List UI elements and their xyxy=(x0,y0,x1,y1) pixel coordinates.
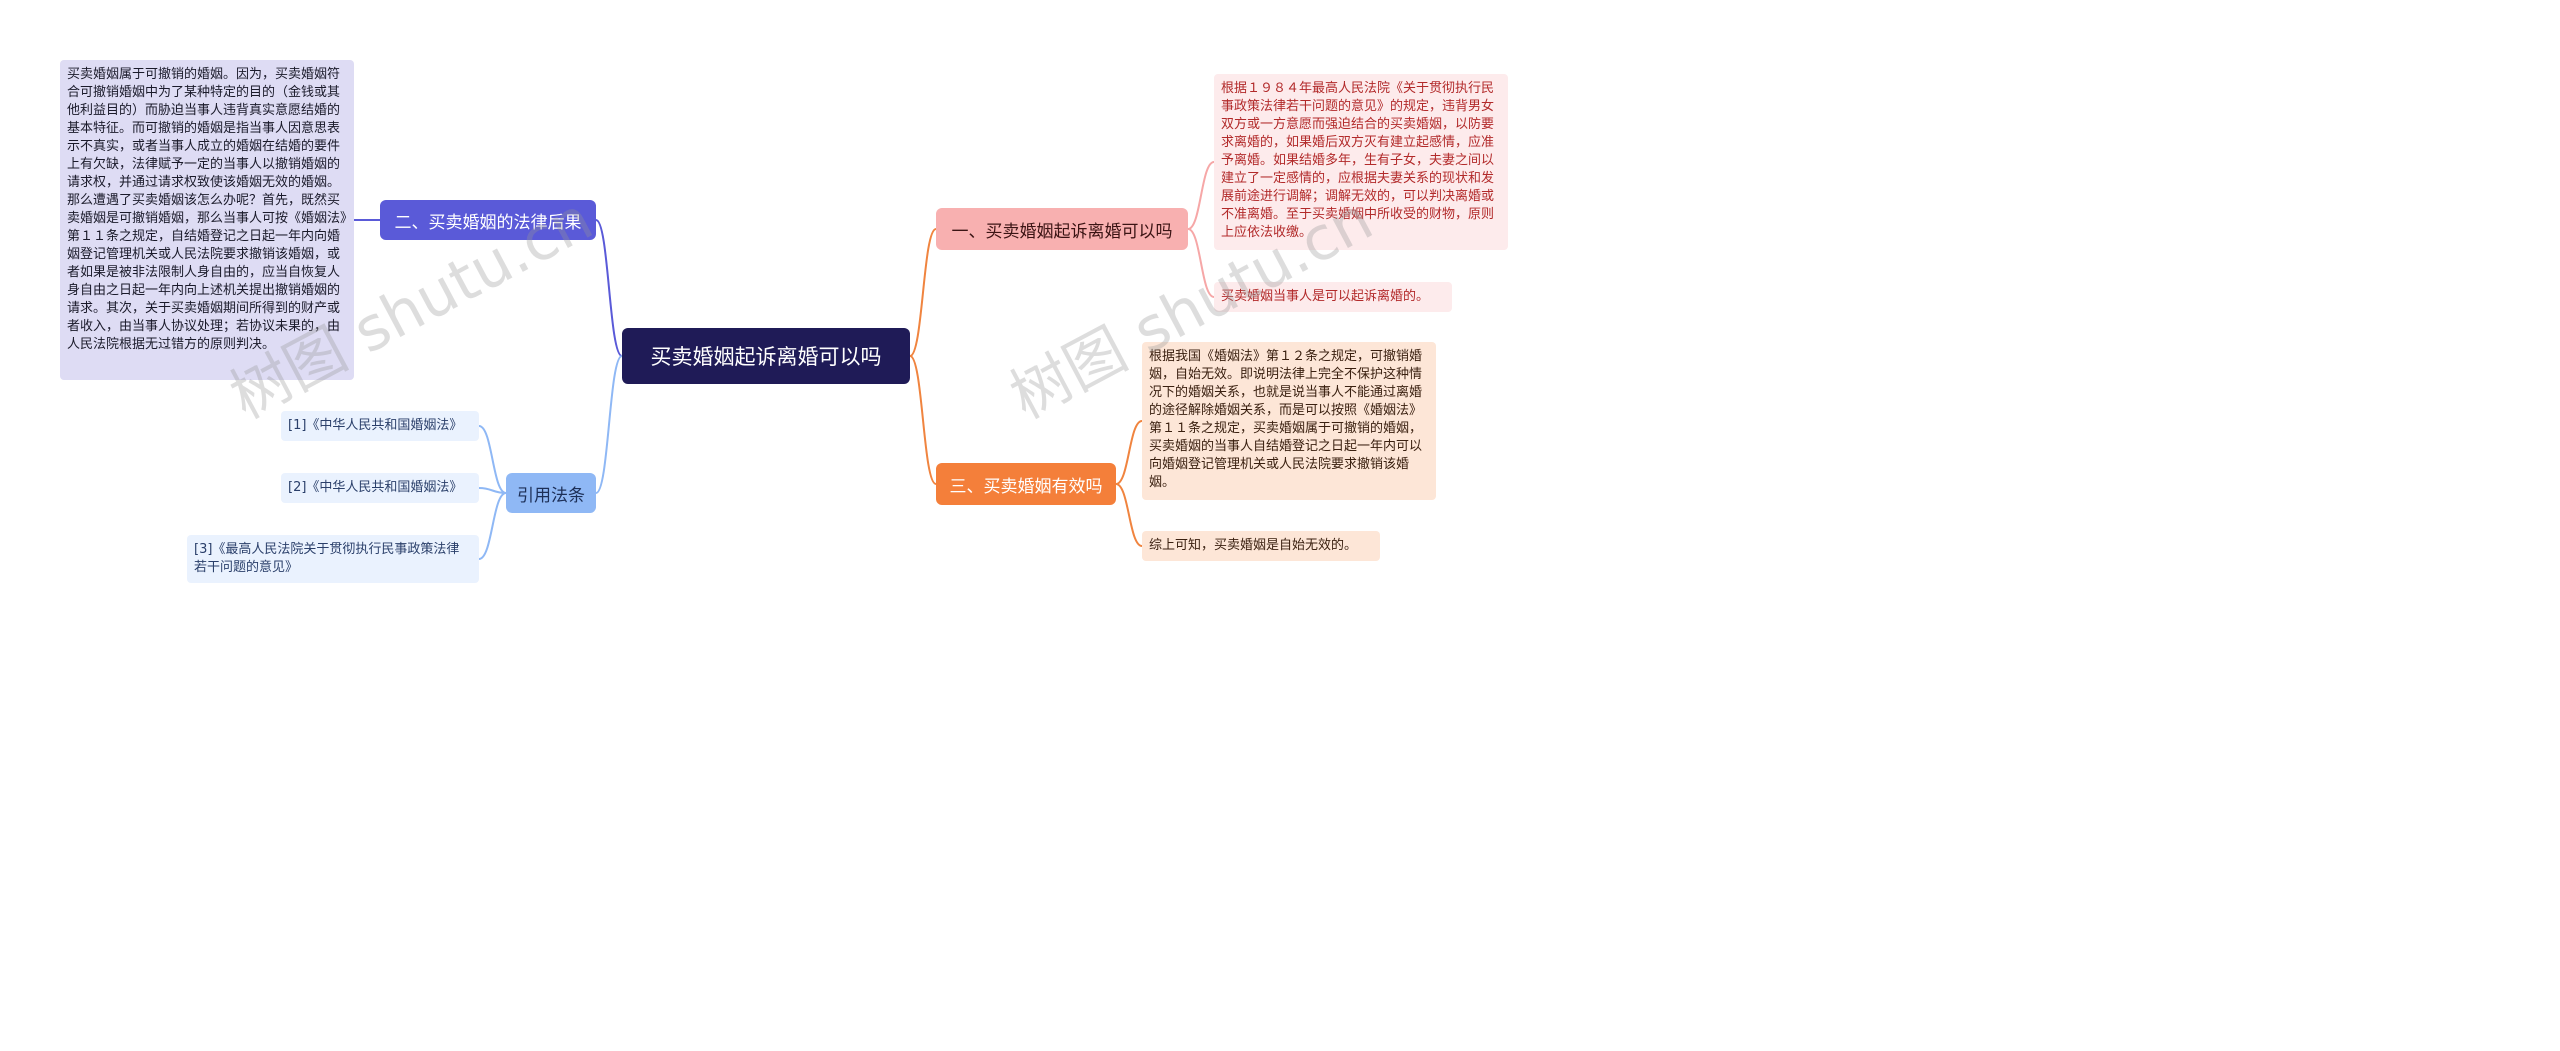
link-can-sue-divorce-summary xyxy=(1187,228,1215,298)
link-cited-law-2 xyxy=(478,487,507,494)
connector-lines xyxy=(354,161,1215,560)
leaf-can-sue-divorce-summary: 买卖婚姻当事人是可以起诉离婚的。 xyxy=(1214,282,1452,312)
link-cited-law-1 xyxy=(478,425,507,494)
link-root-to-cited-laws xyxy=(595,355,623,494)
link-is-marriage-valid-text xyxy=(1115,420,1143,485)
mind-map: 买卖婚姻起诉离婚可以吗 二、买卖婚姻的法律后果 买卖婚姻属于可撤销的婚姻。因为，… xyxy=(0,0,1560,640)
branch-can-sue-divorce[interactable]: 一、买卖婚姻起诉离婚可以吗 xyxy=(936,208,1188,250)
root-topic[interactable]: 买卖婚姻起诉离婚可以吗 xyxy=(622,328,910,384)
branch-legal-consequences[interactable]: 二、买卖婚姻的法律后果 xyxy=(380,200,596,240)
leaf-legal-consequences-text: 买卖婚姻属于可撤销的婚姻。因为，买卖婚姻符合可撤销婚姻中为了某种特定的目的（金钱… xyxy=(60,60,354,380)
branch-is-marriage-valid[interactable]: 三、买卖婚姻有效吗 xyxy=(936,463,1116,505)
link-cited-law-3 xyxy=(478,492,507,560)
leaf-is-marriage-valid-text: 根据我国《婚姻法》第１２条之规定，可撤销婚姻，自始无效。即说明法律上完全不保护这… xyxy=(1142,342,1436,500)
link-root-to-can-sue-divorce xyxy=(909,228,937,357)
link-root-to-legal-consequences xyxy=(595,219,623,357)
leaf-can-sue-divorce-text: 根据１９８４年最高人民法院《关于贯彻执行民事政策法律若干问题的意见》的规定，违背… xyxy=(1214,74,1508,250)
leaf-cited-law-2: [2]《中华人民共和国婚姻法》 xyxy=(281,473,479,503)
leaf-cited-law-3: [3]《最高人民法院关于贯彻执行民事政策法律若干问题的意见》 xyxy=(187,535,479,583)
leaf-is-marriage-valid-summary: 综上可知，买卖婚姻是自始无效的。 xyxy=(1142,531,1380,561)
leaf-cited-law-1: [1]《中华人民共和国婚姻法》 xyxy=(281,411,479,441)
branch-cited-laws[interactable]: 引用法条 xyxy=(506,473,596,513)
link-is-marriage-valid-summary xyxy=(1115,483,1143,547)
link-can-sue-divorce-text xyxy=(1187,161,1215,230)
link-root-to-is-marriage-valid xyxy=(909,355,937,485)
